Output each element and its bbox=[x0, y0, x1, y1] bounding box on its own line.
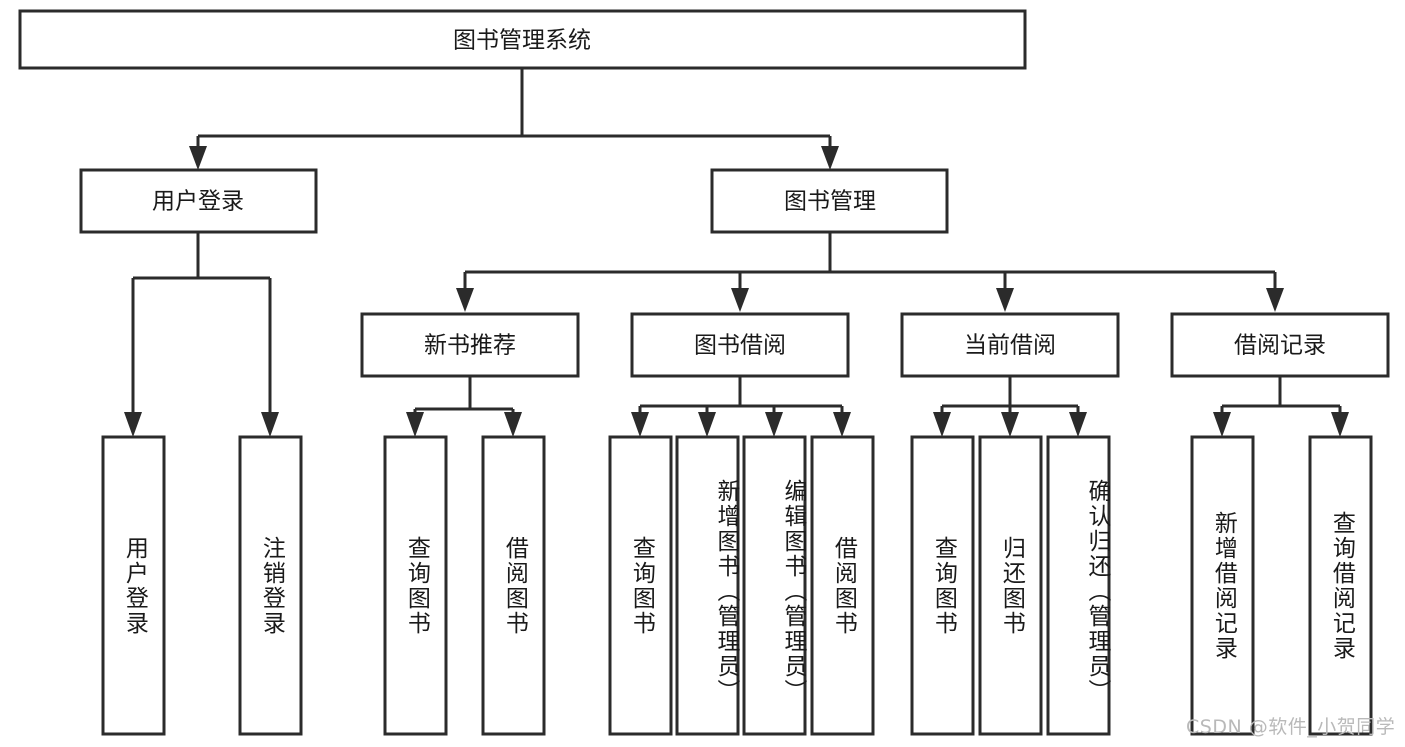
arrow-icon-leaf-rec-add bbox=[1213, 412, 1231, 437]
node-root-box[interactable] bbox=[18, 9, 1027, 70]
arrow-icon-leaf-borrow-edit bbox=[765, 412, 783, 437]
node-book-borrow-box[interactable] bbox=[630, 312, 850, 378]
node-borrow-record[interactable]: 借阅记录 bbox=[1170, 312, 1390, 378]
node-leaf-rec-query-box[interactable] bbox=[383, 435, 448, 736]
arrow-icon-to-book-borrow bbox=[731, 288, 749, 312]
connector-group-newbookrec-to-leaves bbox=[406, 376, 522, 437]
node-current-borrow-label: 当前借阅 bbox=[964, 333, 1056, 359]
node-leaf-borrow-query-box[interactable] bbox=[608, 435, 673, 736]
node-leaf-user-login-box[interactable] bbox=[101, 435, 166, 736]
node-borrow-record-label: 借阅记录 bbox=[1234, 333, 1326, 359]
arrow-icon-to-new-book-rec bbox=[456, 288, 474, 312]
arrow-icon-leaf-rec-query bbox=[406, 412, 424, 437]
connector-group-bookborrow-to-leaves bbox=[631, 376, 851, 437]
node-leaf-rec-query2-box[interactable] bbox=[1308, 435, 1373, 736]
connector-group-currentborrow-to-leaves bbox=[933, 376, 1087, 437]
node-leaf-user-logout-box[interactable] bbox=[238, 435, 303, 736]
watermark-text: CSDN @软件_小贺同学 bbox=[1186, 716, 1396, 738]
node-current-borrow[interactable]: 当前借阅 bbox=[900, 312, 1120, 378]
node-user-login-box[interactable] bbox=[79, 168, 318, 234]
node-leaf-cur-confirm-box[interactable] bbox=[1046, 435, 1111, 736]
node-root-label: 图书管理系统 bbox=[453, 28, 591, 54]
node-root[interactable]: 图书管理系统 bbox=[18, 9, 1027, 70]
node-leaf-borrow-add-box[interactable] bbox=[675, 435, 740, 736]
arrow-icon-to-user-login bbox=[189, 146, 207, 170]
arrow-icon-to-current-borrow bbox=[996, 288, 1014, 312]
node-book-manage-box[interactable] bbox=[710, 168, 949, 234]
node-new-book-rec[interactable]: 新书推荐 bbox=[360, 312, 580, 378]
arrow-icon-leaf-cur-query bbox=[933, 412, 951, 437]
node-book-manage-label: 图书管理 bbox=[784, 189, 876, 215]
arrow-icon-leaf-user-logout bbox=[261, 412, 279, 437]
arrow-icon-leaf-cur-return bbox=[1001, 412, 1019, 437]
node-new-book-rec-box[interactable] bbox=[360, 312, 580, 378]
arrow-icon-leaf-rec-query2 bbox=[1331, 412, 1349, 437]
node-current-borrow-box[interactable] bbox=[900, 312, 1120, 378]
connector-group-bookmanage-to-level3 bbox=[456, 232, 1284, 312]
node-user-login[interactable]: 用户登录 bbox=[79, 168, 318, 234]
node-book-borrow[interactable]: 图书借阅 bbox=[630, 312, 850, 378]
node-borrow-record-box[interactable] bbox=[1170, 312, 1390, 378]
node-leaf-rec-borrow-box[interactable] bbox=[481, 435, 546, 736]
node-user-login-label: 用户登录 bbox=[152, 189, 244, 215]
node-leaf-borrow-lend-box[interactable] bbox=[810, 435, 875, 736]
node-leaf-cur-return-box[interactable] bbox=[978, 435, 1043, 736]
arrow-icon-leaf-borrow-query bbox=[631, 412, 649, 437]
arrow-icon-leaf-borrow-add bbox=[698, 412, 716, 437]
connector-group-userlogin-to-leaves bbox=[124, 232, 279, 437]
arrow-icon-leaf-user-login bbox=[124, 412, 142, 437]
arrow-icon-leaf-cur-confirm bbox=[1069, 412, 1087, 437]
arrow-icon-to-book-manage bbox=[821, 146, 839, 170]
arrow-icon-leaf-rec-borrow bbox=[504, 412, 522, 437]
node-leaf-cur-query-box[interactable] bbox=[910, 435, 975, 736]
connector-group-root-to-level2 bbox=[189, 68, 839, 170]
node-new-book-rec-label: 新书推荐 bbox=[424, 333, 516, 359]
arrow-icon-to-borrow-record bbox=[1266, 288, 1284, 312]
connector-group-borrowrecord-to-leaves bbox=[1213, 376, 1349, 437]
node-book-borrow-label: 图书借阅 bbox=[694, 333, 786, 359]
node-leaf-rec-add-box[interactable] bbox=[1190, 435, 1255, 736]
node-book-manage[interactable]: 图书管理 bbox=[710, 168, 949, 234]
arrow-icon-leaf-borrow-lend bbox=[833, 412, 851, 437]
node-leaf-borrow-edit-box[interactable] bbox=[742, 435, 807, 736]
